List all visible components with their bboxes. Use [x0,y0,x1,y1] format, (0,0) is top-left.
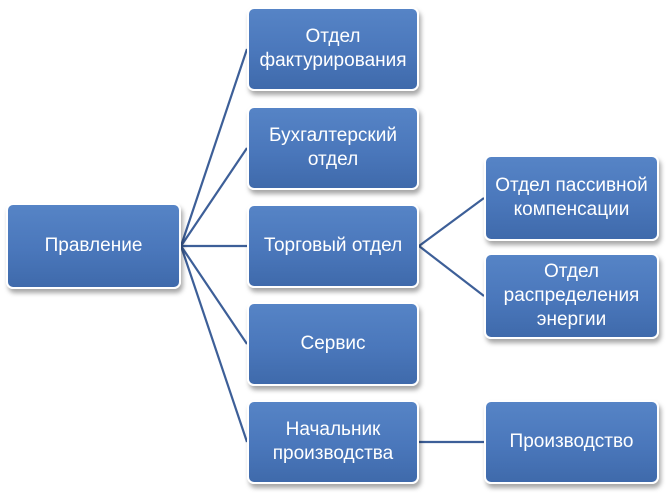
node-accounting-department-label: Бухгалтерский отдел [269,125,397,170]
node-sales-department-label: Торговый отдел [263,235,403,256]
node-passive-compensation-department: Отдел пассивной компенсации [484,155,659,241]
node-energy-distribution-department: Отдел распределения энергии [484,253,659,339]
node-production-head-label: Начальник производства [272,419,394,464]
node-service-label: Сервис [300,333,366,354]
connector-root-to-production-head [179,245,249,443]
connector-sales-to-energy-distribution [418,245,485,297]
node-production-label: Производство [509,431,634,452]
node-board-label: Правление [44,235,143,256]
connector-root-to-billing [179,48,249,247]
connector-root-to-accounting [180,147,248,247]
node-service: Сервис [247,302,419,386]
node-sales-department: Торговый отдел [247,204,419,288]
node-production-head: Начальник производства [247,400,419,484]
node-board: Правление [6,203,181,289]
node-passive-compensation-department-label: Отдел пассивной компенсации [495,175,648,220]
connector-sales-to-passive-compensation [418,197,485,247]
node-accounting-department: Бухгалтерский отдел [247,106,419,190]
connector-root-to-service [180,245,248,345]
node-production: Производство [484,400,659,484]
node-energy-distribution-department-label: Отдел распределения энергии [503,261,640,330]
node-billing-department: Отдел фактурирования [247,7,419,91]
node-billing-department-label: Отдел фактурирования [259,26,407,71]
